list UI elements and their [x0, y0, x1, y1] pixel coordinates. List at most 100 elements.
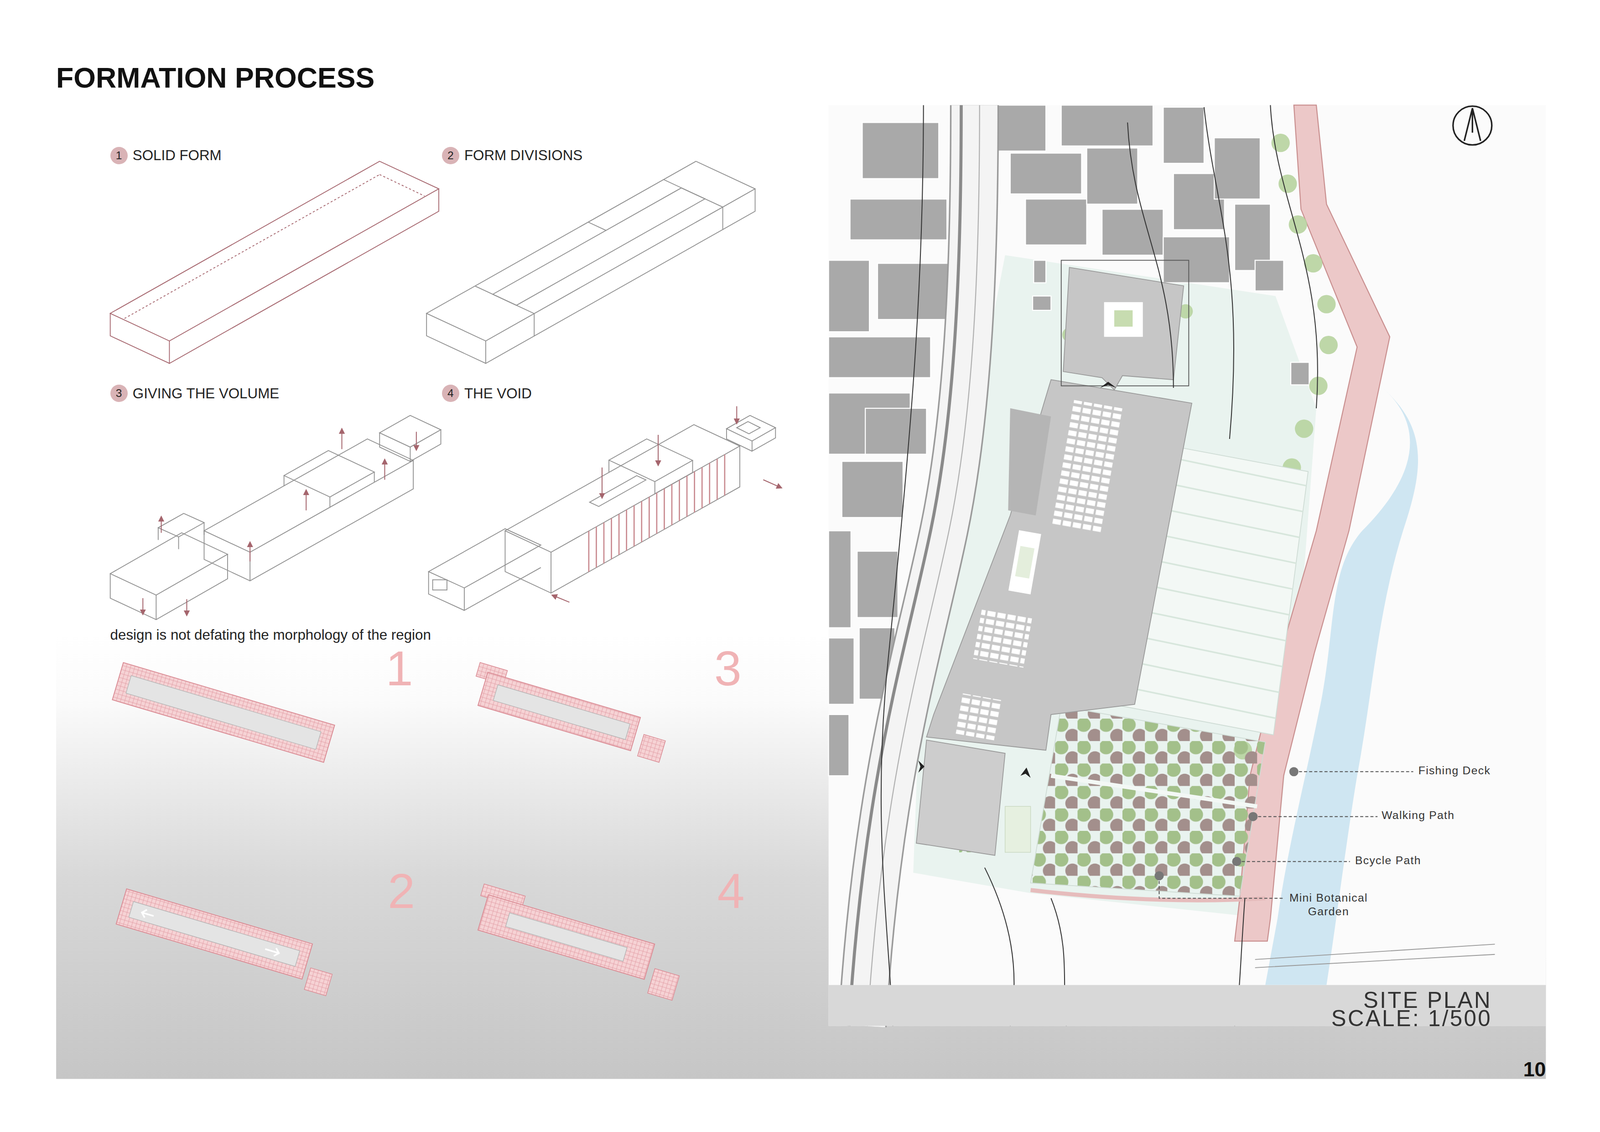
volume-arrows: [305, 489, 307, 511]
plan-one: [112, 662, 335, 763]
site-plan: [1010, 153, 1082, 194]
site-plan: [1309, 376, 1328, 395]
site-plan: [1270, 104, 1318, 408]
form-divisions-sketch: [485, 188, 756, 364]
void-fins: [588, 454, 725, 572]
void-sketch: [608, 460, 610, 473]
plan-four: [467, 883, 689, 1000]
void-sketch: [428, 528, 541, 588]
plan-number: 1: [385, 642, 414, 695]
solid-form-sketch: [110, 161, 439, 341]
volume-arrows: [142, 597, 144, 615]
plan-scale: SCALE: 1/500: [1331, 1006, 1492, 1030]
design-note: design is not defating the morphology of…: [110, 627, 432, 643]
site-plan: [1255, 943, 1496, 967]
volume-arrows: [161, 516, 162, 533]
callout-leaders: [1257, 815, 1378, 817]
solid-form-sketch: [110, 313, 170, 364]
north-arrow: [1464, 108, 1481, 141]
site-plan: [1319, 335, 1338, 354]
step-heading: 4THE VOID: [441, 384, 532, 402]
plan-three: [637, 734, 666, 763]
callout-leaders: [1241, 860, 1351, 862]
site-plan: [918, 381, 1117, 778]
plan-four: [477, 894, 655, 979]
north-arrow: [1453, 106, 1492, 146]
solid-form-sketch: [169, 188, 439, 364]
callout-label: Walking Path: [1381, 809, 1455, 821]
volume-sketch: [203, 522, 205, 535]
site-plan: [1086, 147, 1138, 204]
site-plan: [828, 530, 852, 628]
void-sketch: [550, 446, 740, 593]
site-plan: [828, 714, 850, 776]
site-plan: [1204, 107, 1234, 439]
volume-sketch: [283, 475, 285, 486]
void-sketch: [589, 475, 647, 507]
plan-four: [647, 968, 680, 1001]
step-heading: 3GIVING THE VOLUME: [110, 384, 280, 402]
step-name: SOLID FORM: [132, 146, 222, 165]
void-sketch: [726, 415, 776, 442]
site-plan: [1007, 408, 1051, 516]
volume-sketch: [249, 460, 414, 581]
site-plan: [1214, 137, 1261, 199]
site-plan: [877, 263, 950, 320]
site-plan: [1104, 301, 1143, 337]
step-name: GIVING THE VOLUME: [132, 384, 280, 403]
solid-form-sketch: [110, 161, 439, 364]
step-number: 4: [441, 384, 460, 402]
step-heading: 2FORM DIVISIONS: [441, 146, 583, 165]
site-plan: [862, 122, 939, 179]
volume-arrows: [142, 428, 417, 616]
form-divisions-sketch: [492, 187, 705, 306]
volume-arrows: [341, 428, 343, 450]
volume-sketch: [204, 530, 251, 581]
site-plan: [1025, 198, 1087, 245]
site-plan: [1015, 545, 1035, 579]
plan-two: [128, 901, 300, 967]
callout-dots: [1248, 811, 1258, 821]
site-plan: [828, 104, 1547, 1026]
volume-arrows: [249, 541, 251, 562]
callout-label: Bcycle Path: [1355, 854, 1422, 867]
site-plan: [841, 461, 904, 518]
callout-label: Mini Botanical Garden: [1277, 890, 1380, 918]
void-sketch: [752, 427, 776, 451]
site-plan: [1127, 122, 1174, 388]
plan-one: [112, 662, 335, 763]
step-number: 1: [110, 146, 128, 165]
site-plan: [1163, 236, 1230, 283]
site-plan: [828, 637, 855, 704]
plan-three: [467, 662, 672, 763]
void-arrows: [601, 467, 603, 499]
volume-sketch: [410, 429, 441, 462]
form-divisions-sketch: [426, 313, 486, 364]
site-plan: [954, 607, 1033, 743]
site-plan: [1033, 259, 1046, 283]
site-plan: [1317, 295, 1336, 314]
volume-sketch: [329, 496, 331, 507]
form-divisions-sketch: [663, 179, 723, 230]
void-sketch: [428, 571, 465, 611]
site-plan: [1008, 529, 1042, 595]
site-plan: [973, 608, 1033, 668]
site-plan: [1290, 362, 1310, 385]
site-plan: [828, 104, 1547, 1026]
form-divisions-sketch: [588, 222, 607, 231]
solid-form-sketch: [124, 174, 380, 319]
volume-sketch: [379, 415, 441, 447]
callout-label: Fishing Deck: [1418, 764, 1491, 777]
void-arrows: [551, 594, 570, 603]
site-plan: [1288, 215, 1308, 234]
site-plan: [857, 550, 898, 618]
step-heading: 1SOLID FORM: [110, 146, 222, 165]
plan-two: [304, 967, 333, 996]
void-sketch: [504, 424, 740, 553]
site-plan: [1063, 267, 1184, 390]
step-name: FORM DIVISIONS: [464, 146, 583, 165]
void-sketch: [726, 428, 753, 452]
volume-sketch: [158, 513, 205, 537]
